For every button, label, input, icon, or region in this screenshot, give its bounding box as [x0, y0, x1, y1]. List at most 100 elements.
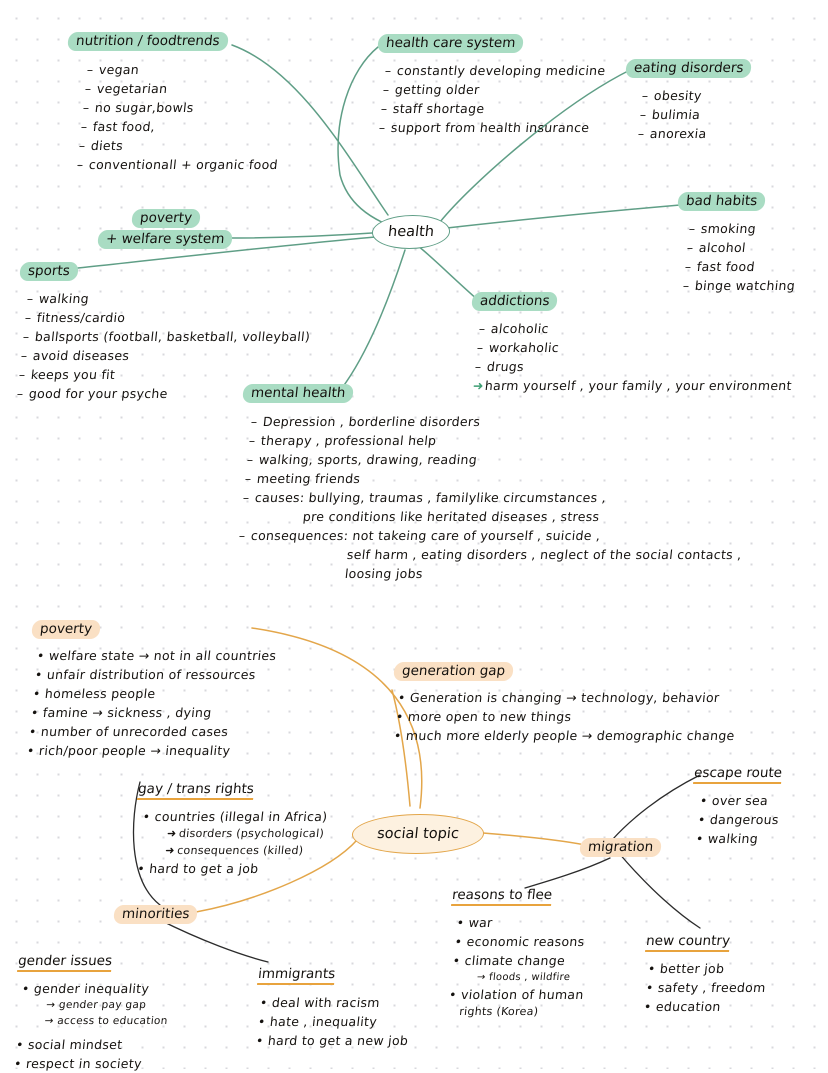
branch-migration: migration: [579, 836, 663, 857]
branch-immigrants-title: immigrants: [257, 966, 337, 985]
list-item: –drugs: [474, 359, 525, 374]
list-item: •hard to get a job: [136, 861, 260, 877]
list-item: •respect in society: [13, 1055, 143, 1071]
branch-mental-health: mental health –Depression , borderline d…: [238, 382, 748, 583]
branch-generation-gap: generation gap •Generation is changing →…: [393, 660, 737, 745]
list-item: •hard to get a new job: [255, 1033, 410, 1048]
branch-bad-habits-title: bad habits: [677, 192, 767, 211]
list-item: –smoking: [688, 221, 757, 236]
list-item: –alcoholic: [478, 321, 550, 336]
branch-health-care-system-title: health care system: [377, 34, 525, 53]
list-item: –getting older: [382, 82, 481, 97]
list-item: •violation of human: [448, 987, 585, 1003]
list-item: –Depression , borderline disorders: [250, 414, 482, 429]
branch-poverty-health: poverty: [131, 207, 201, 228]
list-item: –avoid diseases: [20, 348, 131, 363]
list-item: •Generation is changing → technology, be…: [397, 690, 721, 705]
list-item: •better job: [647, 961, 726, 976]
list-item: –ballsports (football, basketball, volle…: [22, 329, 311, 344]
list-item: •walking: [695, 831, 759, 846]
branch-poverty-social-title: poverty: [31, 620, 101, 639]
list-item: •number of unrecorded cases: [28, 724, 229, 739]
list-item: –staff shortage: [380, 101, 486, 116]
list-item-continuation: rights (Korea): [458, 1005, 540, 1019]
list-item: •welfare state → not in all countries: [36, 648, 278, 663]
list-item: •education: [643, 999, 722, 1014]
list-item: •more open to new things: [395, 709, 573, 724]
branch-gay-trans-rights: gay / trans rights •countries (illegal i…: [136, 778, 328, 878]
branch-escape-route-title: escape route: [693, 765, 783, 784]
branch-generation-gap-title: generation gap: [393, 662, 515, 681]
list-item: •gender inequality: [21, 981, 150, 996]
list-item: –therapy , professional help: [248, 433, 438, 448]
branch-eating-disorders: eating disorders –obesity –bulimia –anor…: [625, 57, 753, 143]
list-item: •unfair distribution of ressources: [34, 667, 257, 682]
center-node-health-label: health: [387, 224, 435, 240]
branch-sports-title: sports: [19, 262, 79, 281]
list-item: –support from health insurance: [378, 120, 591, 135]
branch-poverty-health-title: poverty: [131, 209, 201, 228]
branch-poverty-social: poverty •welfare state → not in all coun…: [26, 618, 277, 760]
list-item: –workaholic: [476, 340, 560, 355]
branch-gay-trans-rights-title: gay / trans rights: [137, 781, 255, 800]
list-item-continuation: loosing jobs: [344, 566, 424, 581]
branch-gender-issues-title: gender issues: [17, 953, 113, 972]
list-item: –anorexia: [637, 126, 708, 141]
list-item: –fast food,: [80, 119, 156, 134]
list-item: •dangerous: [697, 812, 780, 827]
list-item: –causes: bullying, traumas , familylike …: [242, 490, 607, 505]
list-item: –conventionall + organic food: [76, 157, 279, 172]
list-item: –walking, sports, drawing, reading: [246, 452, 478, 467]
branch-migration-title: migration: [579, 838, 663, 857]
branch-mental-health-title: mental health: [242, 384, 355, 403]
list-item: •much more elderly people → demographic …: [393, 728, 736, 743]
branch-new-country: new country •better job •safety , freedo…: [643, 930, 767, 1016]
list-item-continuation: self harm , eating disorders , neglect o…: [346, 547, 743, 562]
list-item: –vegetarian: [84, 81, 169, 96]
list-item: –bulimia: [639, 107, 702, 122]
arrow-icon: ➜: [166, 827, 178, 840]
branch-immigrants: immigrants •deal with racism •hate , ine…: [255, 963, 410, 1050]
branch-gender-issues: gender issues •gender inequality → gende…: [13, 950, 169, 1073]
list-subitem: → floods , wildfire: [476, 972, 571, 983]
list-item: •climate change: [451, 953, 566, 968]
list-item-continuation: pre conditions like heritated diseases ,…: [302, 509, 601, 524]
list-item: •safety , freedom: [645, 980, 767, 995]
list-item: –meeting friends: [244, 471, 362, 486]
branch-bad-habits: bad habits –smoking –alcohol –fast food …: [677, 190, 798, 295]
branch-welfare-system-title: + welfare system: [97, 230, 234, 249]
list-item: •deal with racism: [259, 995, 381, 1010]
branch-nutrition-title: nutrition / foodtrends: [67, 32, 229, 51]
list-item: –diets: [78, 138, 124, 153]
list-subitem: → access to education: [43, 1014, 169, 1027]
list-item: •countries (illegal in Africa): [141, 809, 329, 824]
branch-reasons-to-flee-title: reasons to flee: [451, 887, 553, 906]
branch-addictions-title: addictions: [471, 292, 559, 311]
list-item: –consequences: not takeing care of yours…: [238, 528, 602, 543]
list-item: –no sugar,bowls: [82, 100, 195, 115]
branch-health-care-system: health care system –constantly developin…: [377, 32, 607, 137]
list-item: •hate , inequality: [257, 1014, 378, 1029]
list-item: –walking: [26, 291, 90, 306]
list-item: •social mindset: [15, 1036, 124, 1052]
list-subitem: ➜consequences (killed): [138, 843, 324, 860]
branch-nutrition: nutrition / foodtrends –vegan –vegetaria…: [67, 30, 283, 174]
branch-escape-route: escape route •over sea •dangerous •walki…: [693, 762, 783, 848]
list-item: –constantly developing medicine: [384, 63, 607, 78]
list-subitem: ➜disorders (psychological): [140, 826, 326, 843]
list-item: •war: [455, 915, 494, 930]
branch-addictions: addictions –alcoholic –workaholic –drugs…: [471, 290, 795, 395]
branch-minorities: minorities: [113, 903, 199, 924]
list-item: –vegan: [86, 62, 140, 77]
list-subitem: → gender pay gap: [45, 999, 147, 1011]
center-node-social-topic-label: social topic: [376, 826, 460, 842]
list-item: •economic reasons: [453, 934, 586, 949]
branch-minorities-title: minorities: [113, 905, 199, 924]
branch-reasons-to-flee: reasons to flee •war •economic reasons •…: [448, 884, 587, 1021]
list-item: –fitness/cardio: [24, 310, 127, 325]
list-item: –obesity: [641, 88, 703, 103]
list-item: –fast food: [684, 259, 756, 274]
list-item: •homeless people: [32, 686, 157, 701]
list-item: •famine → sickness , dying: [30, 705, 213, 720]
list-item: •over sea: [699, 793, 769, 808]
